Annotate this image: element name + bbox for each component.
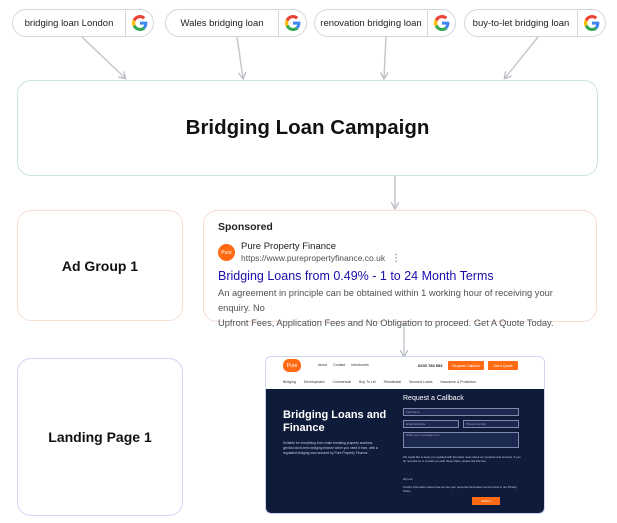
lp-submit-button[interactable]: Submit — [472, 497, 500, 505]
lp-nav-item[interactable]: Secured Loans — [408, 380, 433, 384]
lp-email-field[interactable]: Email Address — [403, 420, 459, 428]
campaign-title: Bridging Loan Campaign — [185, 116, 430, 139]
arrow-keyword3-to-campaign — [384, 36, 386, 78]
lp-header: Pure About Contact Introducers 0203 780 … — [266, 357, 544, 375]
advertiser-favicon: Pure — [218, 244, 235, 261]
ad-group-box: Ad Group 1 — [17, 210, 183, 321]
arrow-keyword4-to-campaign — [505, 36, 539, 78]
lp-nav-item[interactable]: Commercial — [332, 380, 352, 384]
landing-page-title: Landing Page 1 — [48, 429, 152, 445]
lp-top-link[interactable]: Contact — [333, 363, 346, 367]
lp-quote-button[interactable]: Get a Quote — [488, 361, 518, 370]
google-icon — [427, 10, 455, 36]
lp-nav-item[interactable]: Insurance & Protection — [440, 380, 476, 384]
keyword-label: Wales bridging loan — [180, 17, 264, 29]
google-icon — [125, 10, 153, 36]
keyword-pill-renovation: renovation bridging loan — [314, 9, 456, 37]
keyword-label: buy-to-let bridging loan — [472, 17, 570, 29]
ad-headline-link[interactable]: Bridging Loans from 0.49% - 1 to 24 Mont… — [218, 269, 494, 283]
ad-description-line: Upfront Fees, Application Fees and No Ob… — [218, 318, 554, 328]
lp-form-title: Request a Callback — [403, 395, 464, 402]
advertiser-url[interactable]: https://www.purepropertyfinance.co.uk — [241, 253, 386, 263]
lp-nav-item[interactable]: Residential — [383, 380, 401, 384]
lp-hero: Bridging Loans and Finance Suitable for … — [266, 389, 544, 513]
ad-preview-card: Sponsored Pure Pure Property Finance htt… — [203, 210, 597, 328]
lp-hero-subtitle: Suitable for everything from chain-break… — [283, 441, 378, 455]
advertiser-row: Pure Pure Property Finance https://www.p… — [218, 241, 582, 264]
ad-description-line: An agreement in principle can be obtaine… — [218, 288, 553, 313]
lp-privacy-note: Further information about how we use you… — [403, 485, 517, 493]
lp-nav-item[interactable]: Development — [303, 380, 325, 384]
lp-nav-item[interactable]: Bridging — [283, 380, 296, 384]
arrow-keyword1-to-campaign — [81, 36, 125, 78]
ad-group-title: Ad Group 1 — [61, 257, 139, 274]
lp-phone-field[interactable]: Phone Number — [463, 420, 519, 428]
lp-message-field[interactable]: What your message here — [403, 432, 519, 448]
campaign-box: Bridging Loan Campaign — [17, 80, 598, 176]
lp-optout-label[interactable]: Opt out — [403, 477, 413, 481]
google-icon — [577, 10, 605, 36]
lp-form-note: We would like to keep you updated with t… — [403, 455, 521, 463]
keyword-label: bridging loan London — [24, 17, 114, 29]
ad-description: An agreement in principle can be obtaine… — [218, 286, 582, 331]
lp-top-link[interactable]: About — [318, 363, 328, 367]
lp-phone[interactable]: 0203 780 553 — [418, 363, 443, 368]
lp-hero-title: Bridging Loans and Finance — [283, 409, 387, 434]
lp-top-link[interactable]: Introducers — [351, 363, 369, 367]
keyword-pill-london: bridging loan London — [12, 9, 154, 37]
sponsored-label: Sponsored — [218, 221, 273, 233]
more-vert-icon[interactable]: ⋮ — [391, 253, 402, 264]
lp-nav-item[interactable]: Buy To Let — [359, 380, 376, 384]
lp-name-field[interactable]: Full Name — [403, 408, 519, 416]
lp-top-links: About Contact Introducers — [318, 363, 369, 367]
google-icon — [278, 10, 306, 36]
keyword-label: renovation bridging loan — [320, 17, 422, 29]
advertiser-name: Pure Property Finance — [241, 241, 337, 252]
landing-page-box: Landing Page 1 — [17, 358, 183, 516]
keyword-pill-wales: Wales bridging loan — [165, 9, 307, 37]
arrow-keyword2-to-campaign — [236, 36, 243, 78]
lp-nav: Bridging Development Commercial Buy To L… — [266, 377, 544, 387]
landing-page-preview: Pure About Contact Introducers 0203 780 … — [265, 356, 545, 514]
lp-callback-button[interactable]: Request Callback — [448, 361, 484, 370]
lp-logo[interactable]: Pure — [283, 359, 301, 372]
keyword-pill-buy-to-let: buy-to-let bridging loan — [464, 9, 606, 37]
